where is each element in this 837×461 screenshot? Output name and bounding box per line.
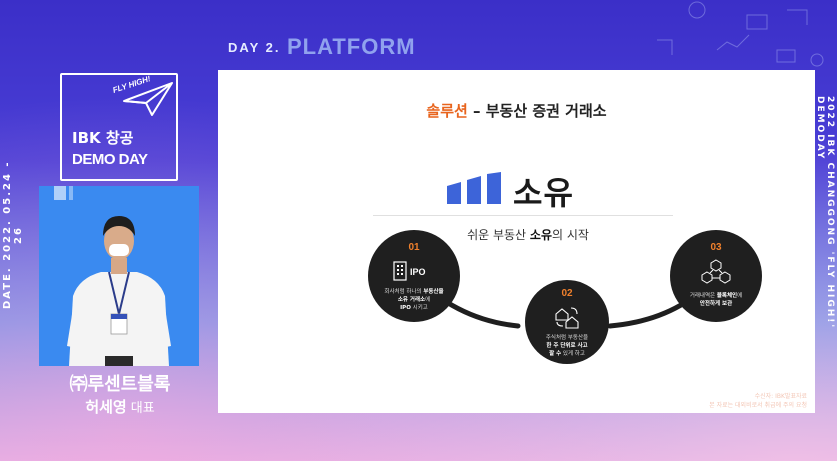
- step-number: 01: [408, 242, 420, 253]
- step-text-bold: 블록체인: [716, 293, 738, 299]
- brand-name: 소유: [513, 174, 574, 212]
- step-text-bold: 팔 수: [549, 351, 562, 357]
- step-03: 03 거래내역은 블록체인에 안전하게 보관: [670, 230, 762, 322]
- section-label: PLATFORM: [287, 34, 416, 59]
- blockchain-cubes-icon: [701, 259, 731, 284]
- step-text-bold: 소유 거래소: [397, 297, 426, 303]
- step-text: 있게 하고: [561, 351, 585, 357]
- logo-title: IBK 창공: [72, 129, 134, 147]
- step-text: 에: [425, 297, 431, 303]
- tech-pattern-decoration: [657, 1, 824, 67]
- step-text-bold: 한 주 단위로 사고: [546, 343, 588, 349]
- tagline-emphasis: 소유: [529, 228, 552, 242]
- step-text: 거래내역은: [689, 293, 717, 299]
- paper-plane-icon: [123, 82, 173, 116]
- step-text: 시키고: [410, 305, 428, 311]
- slide-title: 솔루션 – 부동산 증권 거래소: [218, 100, 815, 121]
- slide-title-rest: – 부동산 증권 거래소: [467, 102, 607, 120]
- tagline-divider: [373, 215, 673, 216]
- day-label: DAY 2.: [228, 40, 281, 55]
- step-number: 03: [710, 242, 722, 253]
- step-text-bold: 안전하게 보관: [699, 301, 733, 307]
- presenter-figure: [39, 186, 199, 366]
- step-text-bold: IPO: [400, 305, 411, 311]
- building-bars-icon: [447, 172, 501, 204]
- event-date-vertical: DATE. 2022. 05.24 - 26: [2, 160, 24, 310]
- step-description: 주식처럼 부동산을 한 주 단위로 사고 팔 수 있게 하고: [531, 334, 603, 358]
- step-description: 회사처럼 하나의 부동산을 소유 거래소에 IPO 시키고: [374, 288, 454, 312]
- event-title-vertical: 2022 IBK CHANGGONG 'FLY HIGH!' DEMODAY: [815, 96, 835, 330]
- footnote-recipient: 수신자: IBK발표자료: [754, 393, 807, 400]
- house-exchange-icon: [555, 307, 579, 329]
- building-ipo-icon: IPO: [393, 261, 426, 281]
- tagline-text: 쉬운 부동산: [467, 228, 530, 242]
- slide-footnote: 수신자: IBK발표자료 본 자료는 대외비로서 취급에 주의 요청: [709, 392, 807, 410]
- demo-day-logo: FLY HIGH! IBK 창공 DEMO DAY: [60, 73, 178, 181]
- brand-tagline: 쉬운 부동산 소유의 시작: [428, 226, 628, 243]
- presenter-name: 허세영: [85, 398, 127, 416]
- presenter-role: 대표: [130, 401, 155, 416]
- step-description: 거래내역은 블록체인에 안전하게 보관: [676, 292, 756, 308]
- slide-title-accent: 솔루션: [426, 102, 468, 120]
- tagline-text-end: 의 시작: [552, 228, 589, 242]
- presenter-video: [39, 186, 199, 366]
- step-text: 에: [737, 293, 743, 299]
- footnote-confidential: 본 자료는 대외비로서 취급에 주의 요청: [709, 402, 807, 409]
- step-01: 01 IPO 회사처럼 하나의 부동산을 소유 거래소에 IPO 시키고: [368, 230, 460, 322]
- soyu-brand-logo: 소유: [447, 168, 607, 212]
- step-text: 주식처럼 부동산을: [545, 335, 589, 341]
- step-number: 02: [561, 288, 573, 299]
- step-text-bold: 부동산을: [423, 289, 444, 295]
- ipo-label: IPO: [410, 267, 426, 277]
- logo-subtitle: DEMO DAY: [72, 151, 148, 168]
- company-name: ㈜루센트블록: [69, 374, 171, 395]
- presentation-slide: 솔루션 – 부동산 증권 거래소 소유 쉬운 부동산 소유의 시작 01 IPO…: [218, 70, 815, 413]
- step-02: 02 주식처럼 부동산을 한 주 단위로 사고 팔 수 있게 하고: [525, 280, 609, 364]
- step-text: 회사처럼 하나의: [384, 289, 424, 295]
